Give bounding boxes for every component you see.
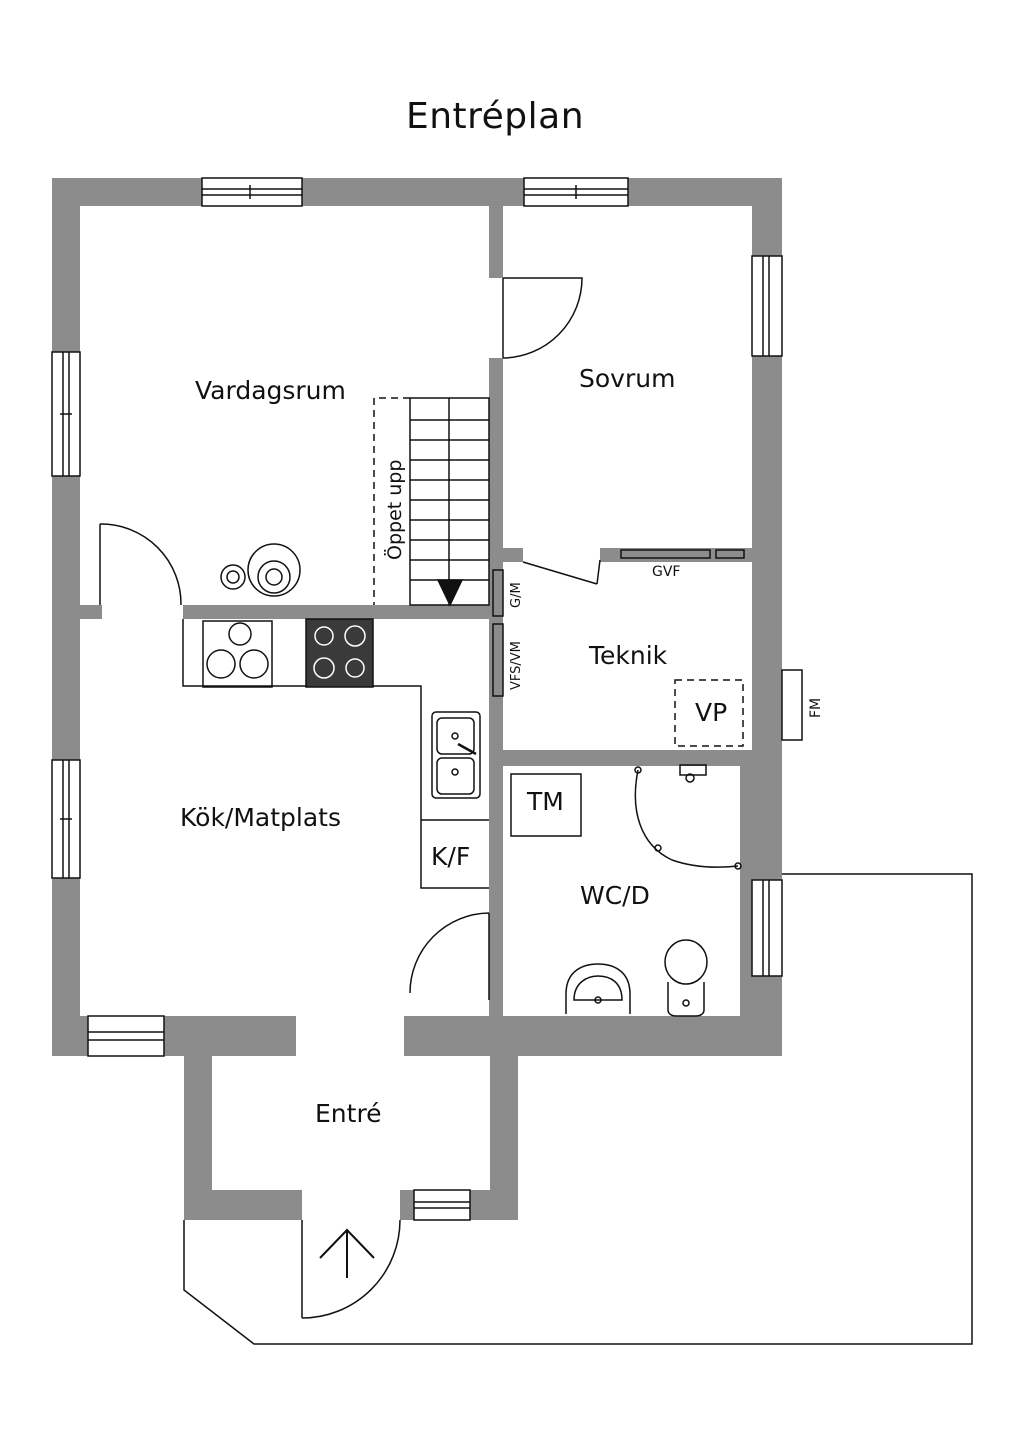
room-label-entre: Entré [315,1099,382,1128]
room-label-sovrum: Sovrum [579,364,676,393]
page-title: Entréplan [405,96,585,137]
kitchen-counters [182,618,489,889]
room-label-teknik: Teknik [589,641,668,670]
room-label-vardagsrum: Vardagsrum [195,376,346,405]
staircase [373,397,490,607]
wood-stove [220,543,301,597]
fixture-label-fm: FM [808,697,824,718]
walls [52,178,782,1220]
terrace-outline [183,873,973,1345]
door-swings [99,277,601,1319]
bathroom-fixtures [510,764,742,1017]
windows [51,177,783,1221]
room-label-kok: Kök/Matplats [180,803,341,832]
fixture-label-tm: TM [527,787,564,816]
technical-room-fixtures [492,549,803,747]
fixture-label-kf: K/F [431,842,471,871]
fixture-label-vp: VP [695,698,728,727]
stair-label-oppet-upp: Öppet upp [384,459,406,560]
fixture-label-gm: G/M [509,582,524,608]
fixture-label-gvf: GVF [652,564,681,580]
room-label-wc: WC/D [580,881,650,910]
fixture-label-vfs-vm: VFS/VM [509,641,524,690]
